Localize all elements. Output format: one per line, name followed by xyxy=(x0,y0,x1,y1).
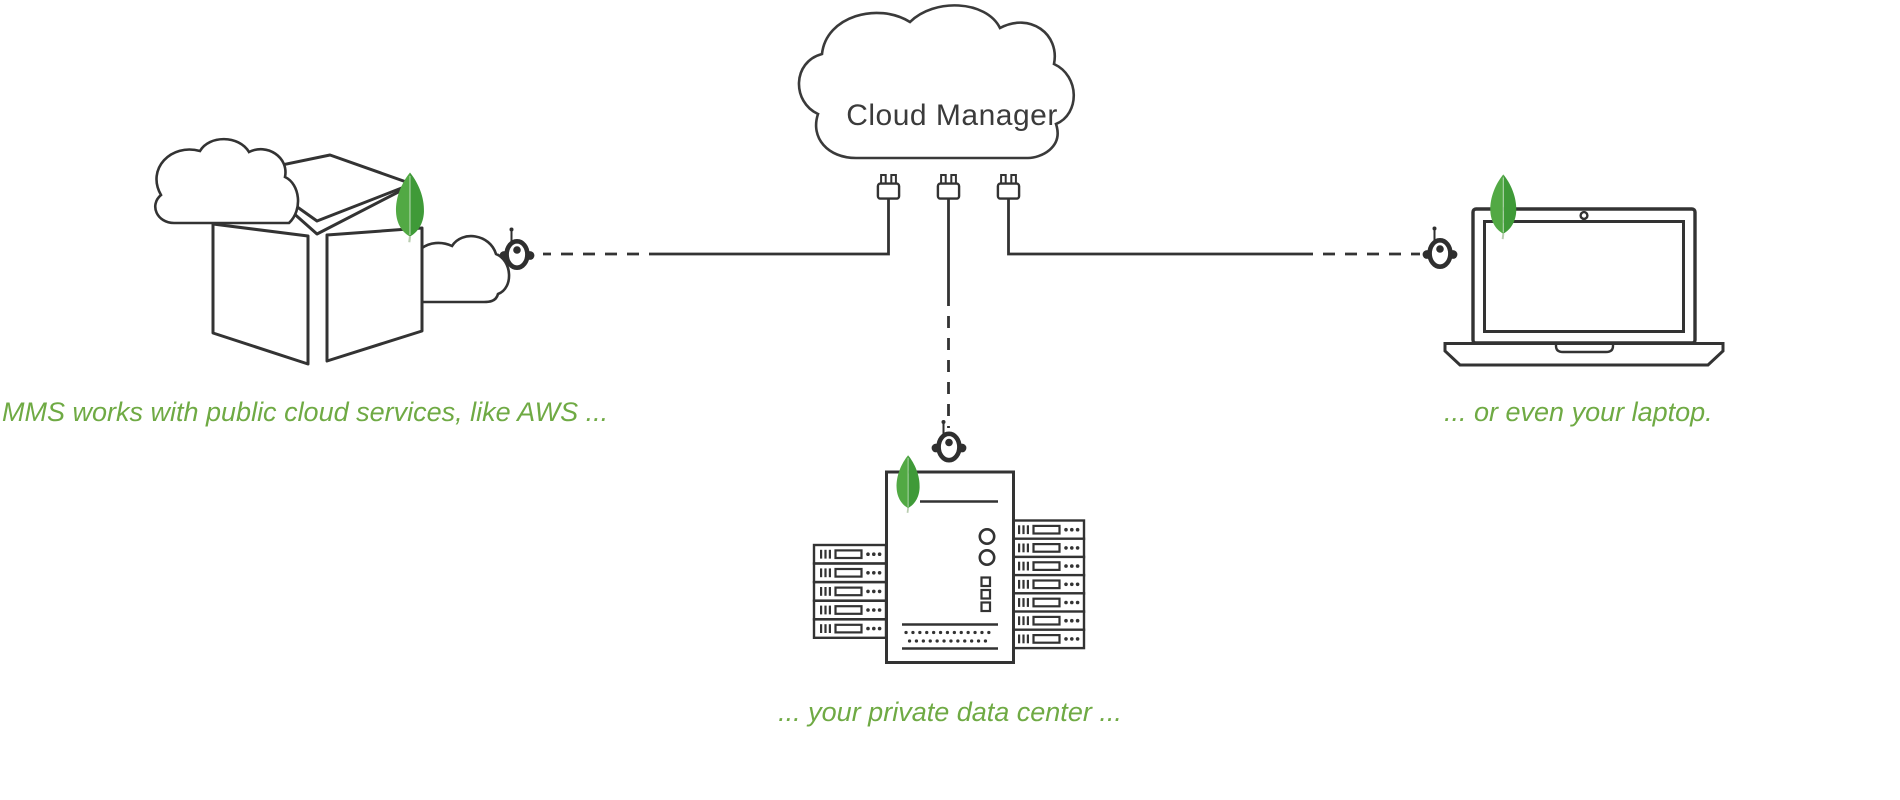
laptop-illustration xyxy=(1443,173,1725,367)
agent-icon-right xyxy=(1423,227,1458,267)
server-rack-right xyxy=(1010,519,1086,650)
caption-laptop: ... or even your laptop. xyxy=(1444,397,1713,427)
power-plug-icon xyxy=(876,173,901,200)
power-plugs xyxy=(876,173,1021,200)
cloud-manager-label: Cloud Manager xyxy=(846,99,1058,132)
datacenter-illustration xyxy=(812,454,1086,664)
caption-public-cloud: MMS works with public cloud services, li… xyxy=(2,397,609,427)
cloud-shape-icon xyxy=(797,4,1076,160)
laptop-base xyxy=(1443,342,1725,367)
box-right-face xyxy=(325,226,424,363)
right-connection-line-solid xyxy=(1007,198,1301,256)
big-cloud-shape xyxy=(154,137,300,225)
left-connection-line-solid xyxy=(661,198,890,256)
laptop-webcam xyxy=(1579,210,1589,221)
laptop-screen xyxy=(1483,220,1685,333)
server-tower-details xyxy=(902,500,998,650)
server-rack-left xyxy=(812,543,888,640)
box-left-face xyxy=(211,222,310,366)
power-plug-icon xyxy=(996,173,1021,200)
caption-data-center: ... your private data center ... xyxy=(778,697,1122,727)
public-cloud-illustration xyxy=(154,137,511,366)
laptop-base-notch xyxy=(1554,345,1615,354)
isometric-box-icon xyxy=(211,153,424,366)
power-plug-icon xyxy=(936,173,961,200)
connection-lines xyxy=(543,198,1420,428)
cloud-manager-shape xyxy=(797,4,1076,200)
